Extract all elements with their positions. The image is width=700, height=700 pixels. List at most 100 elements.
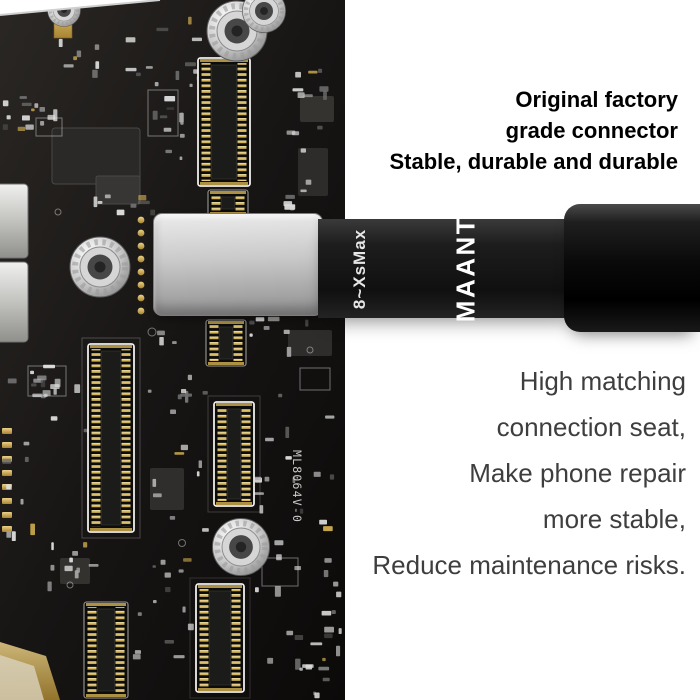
smd-component — [72, 551, 78, 556]
smd-component — [187, 623, 194, 631]
smd-component — [252, 492, 264, 495]
smd-component — [175, 70, 180, 80]
smd-component — [125, 67, 137, 72]
smd-component — [44, 393, 48, 398]
smd-component — [202, 528, 209, 532]
smd-component — [254, 476, 262, 481]
smd-component — [314, 692, 320, 699]
smd-component — [21, 102, 32, 106]
smd-component — [338, 628, 342, 634]
headline-line: Original factory — [515, 87, 678, 112]
smd-component — [138, 195, 147, 201]
smd-component — [305, 179, 312, 185]
smd-component — [331, 610, 336, 614]
cable-model-label: 8~XsMax — [350, 228, 369, 309]
smd-component — [267, 657, 274, 664]
smd-component — [154, 82, 159, 87]
smd-component — [324, 626, 334, 633]
smd-component — [182, 606, 186, 613]
smd-component — [165, 587, 171, 593]
ribbon-cable: 8~XsMax MAANT — [318, 215, 580, 322]
smd-component — [319, 86, 329, 92]
smd-component — [329, 474, 335, 480]
screw-standoff — [70, 237, 130, 297]
board-marking-text: ML8064V-0 — [290, 450, 304, 523]
smd-component — [51, 542, 54, 551]
smd-component — [323, 90, 327, 100]
smd-component — [2, 124, 8, 130]
smd-component — [263, 326, 270, 330]
component-specks — [2, 16, 342, 699]
smd-component — [152, 110, 158, 120]
silkscreen-markings — [27, 89, 331, 699]
smd-component — [318, 68, 323, 73]
smd-component — [43, 364, 55, 369]
smd-component — [249, 333, 253, 337]
smd-component — [40, 378, 46, 388]
smd-component — [47, 114, 56, 120]
cable-connector-pad — [153, 213, 323, 316]
smd-component — [138, 200, 150, 205]
smd-component — [292, 477, 296, 484]
smd-component — [183, 558, 192, 562]
smd-component — [47, 581, 52, 592]
smd-component — [333, 581, 339, 587]
smd-component — [259, 505, 264, 514]
smd-component — [64, 565, 73, 572]
smd-component — [305, 319, 309, 327]
smd-component — [286, 130, 296, 135]
cable-brand-label: MAANT — [450, 215, 481, 322]
smd-component — [11, 531, 16, 541]
smd-component — [163, 127, 172, 132]
smd-component — [125, 37, 136, 43]
smd-component — [17, 126, 26, 131]
smd-component — [31, 108, 35, 112]
smd-component — [34, 103, 39, 108]
smd-component — [323, 526, 333, 532]
smd-component — [179, 112, 184, 123]
smd-component — [152, 478, 157, 487]
smd-component — [202, 391, 208, 395]
headline-text: Original factory grade connector Stable,… — [389, 84, 678, 177]
smd-component — [30, 523, 35, 536]
smd-component — [297, 92, 305, 98]
smd-component — [278, 393, 283, 398]
smd-component — [193, 69, 198, 74]
smd-component — [39, 107, 45, 112]
smd-component — [286, 346, 292, 357]
smd-component — [132, 654, 141, 660]
smd-component — [136, 72, 141, 77]
smd-component — [6, 115, 11, 120]
smd-component — [7, 378, 17, 384]
cable-end — [564, 204, 700, 332]
smd-component — [156, 27, 169, 32]
smd-component — [308, 70, 318, 74]
smd-component — [130, 203, 137, 208]
smd-component — [174, 452, 185, 455]
smd-component — [69, 557, 73, 563]
smd-component — [323, 570, 329, 578]
benefits-line: connection seat, — [496, 412, 686, 442]
smd-component — [19, 96, 27, 99]
smd-component — [40, 121, 45, 126]
smd-component — [322, 677, 330, 682]
smd-component — [6, 484, 11, 490]
smd-component — [294, 566, 301, 571]
smd-component — [189, 83, 193, 87]
smd-component — [147, 389, 152, 393]
smd-component — [37, 375, 47, 381]
smd-component — [188, 16, 192, 25]
smd-component — [310, 642, 323, 646]
smd-component — [322, 657, 326, 662]
smd-component — [74, 384, 81, 393]
smd-component — [116, 209, 125, 216]
smd-component — [53, 109, 58, 122]
smd-component — [300, 508, 304, 514]
smd-component — [255, 317, 265, 322]
smd-component — [164, 640, 174, 644]
smd-component — [24, 456, 29, 462]
smd-component — [145, 66, 153, 69]
headline-line: Stable, durable and durable — [389, 149, 678, 174]
smd-component — [300, 189, 307, 193]
